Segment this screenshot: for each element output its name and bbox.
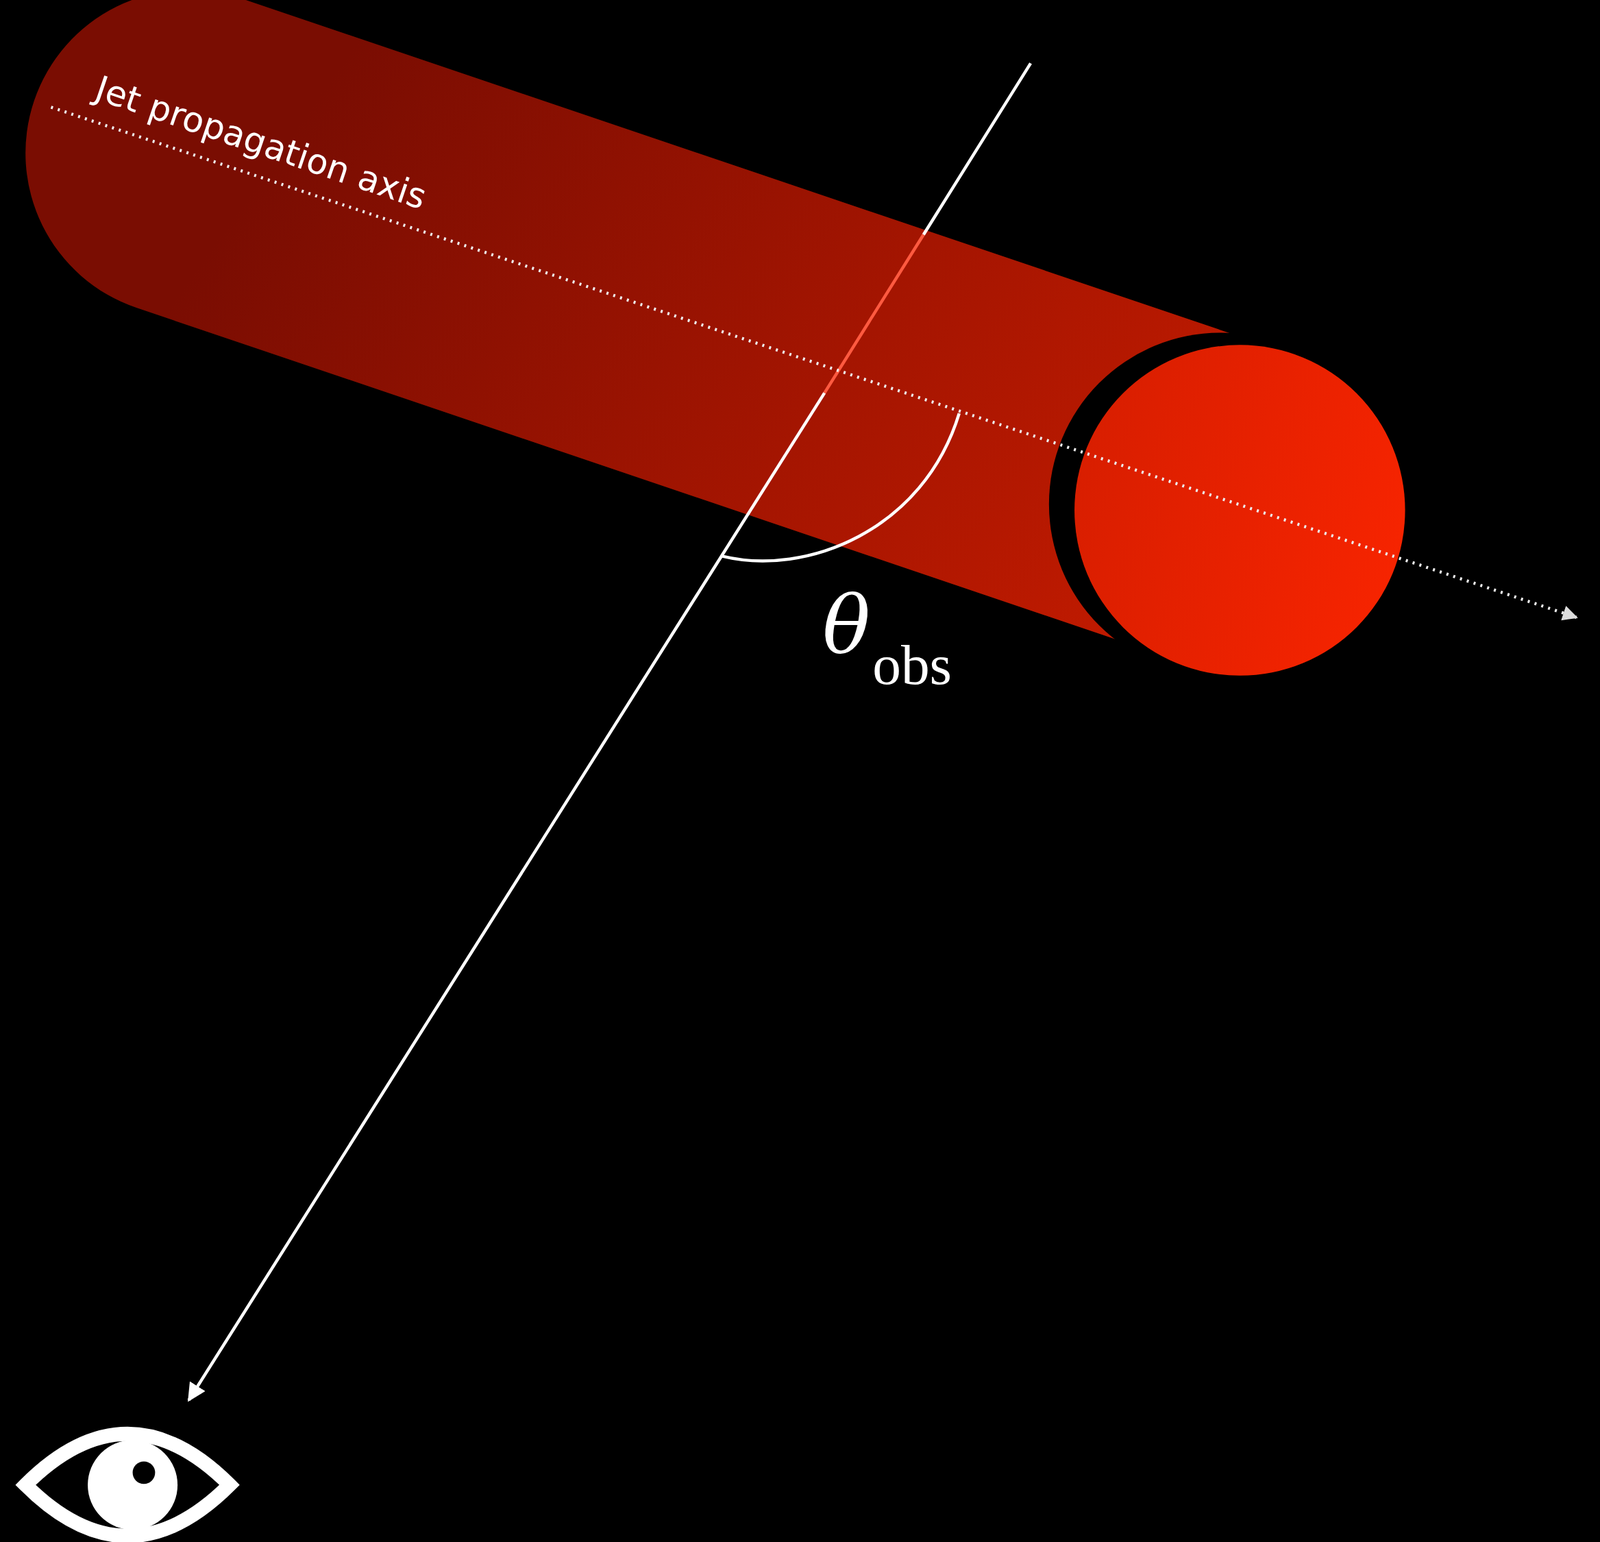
line-of-sight-arrow [188, 392, 825, 1400]
eye-pupil [132, 1460, 156, 1484]
observer-eye [25, 1433, 230, 1536]
angle-subscript: obs [872, 635, 952, 693]
eye-iris [87, 1439, 178, 1530]
eye-outline [25, 1433, 230, 1536]
angle-symbol: θ [822, 585, 871, 666]
line-of-sight-hidden [824, 235, 923, 394]
jet-cap [1074, 344, 1405, 675]
angle-arc [722, 413, 959, 561]
line-of-sight [923, 63, 1031, 235]
jet-axis [50, 106, 1577, 618]
